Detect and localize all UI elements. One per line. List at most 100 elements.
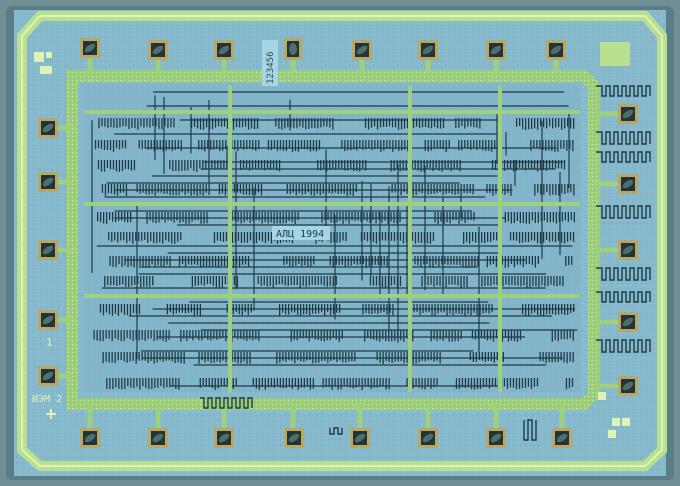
cell-finger — [557, 232, 560, 241]
cell-finger — [210, 330, 212, 341]
cell-finger — [233, 276, 235, 286]
cell-finger — [463, 232, 465, 244]
cell-finger — [266, 160, 269, 170]
cell-finger — [406, 330, 408, 339]
cell-finger — [136, 378, 138, 387]
cell-finger — [567, 212, 569, 222]
cell-finger — [177, 352, 179, 363]
cell-finger — [376, 352, 378, 361]
cell-finger — [311, 118, 313, 129]
cell-finger — [118, 256, 120, 265]
cell-finger — [573, 184, 575, 196]
cell-finger — [324, 304, 326, 316]
cell-finger — [385, 118, 388, 127]
cell-finger — [112, 256, 114, 267]
cell-finger — [339, 304, 341, 313]
cell-finger — [278, 160, 281, 172]
cell-finger — [355, 184, 357, 193]
cell-finger — [570, 304, 572, 314]
cell-finger — [118, 212, 120, 221]
cell-finger — [244, 304, 246, 313]
cell-finger — [489, 184, 491, 194]
cell-finger — [286, 184, 288, 194]
cell-finger — [485, 304, 487, 313]
cell-finger — [96, 330, 98, 341]
cell-finger — [461, 304, 463, 315]
cell-finger — [516, 330, 519, 342]
cell-finger — [295, 184, 297, 196]
cell-finger — [446, 212, 448, 223]
cell-finger — [246, 212, 248, 221]
cell-finger — [354, 352, 356, 362]
cell-finger — [204, 352, 206, 363]
cell-finger — [114, 304, 117, 314]
cell-finger — [513, 212, 515, 223]
cell-finger — [99, 330, 101, 342]
cell-finger — [281, 118, 283, 130]
cell-finger — [326, 118, 328, 127]
cell-finger — [460, 330, 462, 339]
cell-finger — [224, 276, 226, 285]
cell-finger — [121, 140, 124, 149]
cell-finger — [520, 276, 522, 287]
cell-finger — [537, 118, 539, 130]
cell-finger — [513, 256, 515, 268]
cell-finger — [424, 276, 426, 285]
cell-finger — [515, 378, 518, 390]
cell-finger — [573, 212, 575, 223]
cell-finger — [336, 304, 338, 313]
cell-finger — [193, 184, 195, 195]
cell-finger — [223, 378, 225, 386]
bond-pad — [38, 240, 58, 260]
cell-finger — [136, 184, 138, 193]
cell-finger — [261, 232, 264, 242]
cell-finger — [473, 140, 475, 149]
cell-finger — [470, 378, 473, 390]
cell-finger — [384, 276, 387, 288]
cell-finger — [531, 212, 533, 221]
cell-finger — [166, 304, 168, 315]
cell-finger — [389, 304, 391, 313]
cell-finger — [170, 212, 172, 221]
cell-finger — [479, 378, 482, 389]
cell-finger — [329, 330, 331, 341]
cell-finger — [191, 276, 193, 287]
cell-finger — [411, 232, 414, 241]
cell-finger — [558, 184, 560, 196]
cell-finger — [146, 212, 148, 224]
cell-finger — [475, 232, 477, 243]
cell-finger — [302, 330, 304, 339]
bond-pad — [38, 118, 58, 138]
cell-finger — [225, 352, 227, 363]
cell-finger — [315, 140, 318, 152]
cell-finger — [121, 378, 123, 390]
cell-finger — [184, 256, 187, 267]
cell-finger — [237, 330, 239, 340]
cell-finger — [459, 160, 461, 172]
cell-finger — [294, 352, 296, 364]
cell-finger — [131, 276, 133, 286]
cell-finger — [502, 276, 504, 287]
cell-finger — [317, 160, 319, 170]
cell-finger — [170, 118, 172, 128]
cell-finger — [487, 352, 489, 361]
cell-finger — [354, 212, 356, 221]
cell-finger — [343, 378, 345, 387]
cell-finger — [173, 212, 175, 223]
cell-finger — [246, 330, 248, 342]
cell-finger — [191, 212, 193, 222]
cell-finger — [260, 160, 263, 169]
cell-finger — [142, 378, 144, 387]
cell-finger — [427, 352, 429, 361]
cell-finger — [166, 378, 168, 388]
cell-finger — [324, 352, 326, 361]
cell-finger — [168, 140, 170, 150]
cell-finger — [159, 352, 161, 361]
cell-finger — [107, 184, 110, 194]
cell-finger — [220, 378, 222, 387]
cell-finger — [464, 212, 466, 223]
cell-finger — [373, 378, 375, 388]
cell-finger — [427, 140, 429, 152]
cell-finger — [476, 140, 478, 150]
cell-finger — [129, 330, 131, 340]
